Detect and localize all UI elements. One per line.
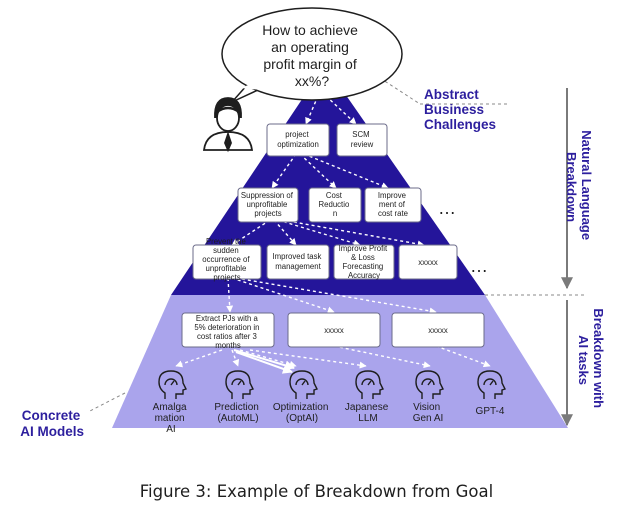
label-breakdown-ai-tasks: Breakdown with AI tasks (576, 308, 606, 411)
ai-model-head-icon (158, 370, 187, 399)
bubble-line-2: an operating (271, 39, 349, 55)
node-prevent-sudden (192, 244, 262, 280)
svg-text:How to achieve an operat: How to achieve an operating profit margi… (262, 22, 362, 89)
node-cost-reduction (308, 187, 362, 223)
text-cost-reduction: Cost Reductio n (319, 191, 352, 218)
text-xxxxx-l4b: xxxxx (428, 326, 448, 335)
bubble-line-1: How to achieve (262, 22, 358, 38)
model-label-prediction: Prediction (AutoML) (214, 402, 261, 424)
ai-model-head-icon (355, 370, 384, 399)
text-suppression: Suppression of unprofitable projects (241, 191, 295, 218)
figure-caption: Figure 3: Example of Breakdown from Goal (139, 482, 494, 501)
node-xxxxx-l4b (391, 312, 485, 348)
text-xxxxx-l3: xxxxx (418, 258, 438, 267)
node-xxxxx-l4a (287, 312, 381, 348)
solid-connectors (233, 349, 295, 374)
text-xxxxx-l4a: xxxxx (324, 326, 344, 335)
node-improvement-cost-rate (364, 187, 422, 223)
node-suppression (237, 187, 299, 223)
ai-model-head-icon (477, 370, 506, 399)
text-improve-profit: Improve Profit & Loss Forecasting Accura… (339, 244, 390, 280)
text-improved-task: Improved task management (272, 252, 323, 271)
text-extract-pjs: Extract PJs with a 5% deterioration in c… (194, 314, 261, 350)
bubble-line-3: profit margin of (263, 56, 356, 72)
model-label-vision-gen-ai: Vision Gen AI (413, 402, 444, 424)
label-natural-language-breakdown: Natural Language Breakdown (564, 130, 594, 243)
model-label-japanese-llm: Japanese LLM (345, 402, 391, 424)
ai-model-head-icon (289, 370, 318, 399)
node-extract-pjs (181, 312, 275, 348)
label-abstract-business-challenges: Abstract Business Challenges (424, 87, 496, 132)
text-project-optimization: project optimization (277, 130, 319, 149)
speech-bubble: How to achieve an operating profit margi… (221, 7, 403, 103)
model-label-gpt4: GPT-4 (476, 406, 505, 417)
label-concrete-ai-models: Concrete AI Models (20, 408, 84, 439)
node-project-optimization (266, 123, 330, 157)
person-icon (202, 97, 254, 153)
node-improve-profit (333, 244, 395, 280)
connector-lines (175, 95, 491, 369)
breakdown-diagram: How to achieve an operating profit margi… (20, 7, 606, 439)
ellipsis-row3: … (470, 256, 488, 276)
text-scm-review: SCM review (351, 130, 374, 149)
ai-model-head-icon (225, 370, 254, 399)
text-prevent-sudden: Prevent the sudden occurrence of unprofi… (202, 237, 251, 282)
ellipsis-row2: … (438, 198, 456, 218)
bubble-line-4: xx%? (295, 73, 329, 89)
guide-line-bottom (87, 392, 126, 413)
node-scm-review (336, 123, 388, 157)
model-label-optimization: Optimization (OptAI) (273, 402, 331, 424)
node-xxxxx-l3 (398, 244, 458, 280)
model-label-amalgamation: Amalga mation AI (153, 402, 190, 435)
guide-line-top (379, 77, 421, 105)
text-improvement-cost-rate: Improve ment of cost rate (378, 191, 408, 218)
ai-model-head-icon (415, 370, 444, 399)
node-improved-task (266, 244, 330, 280)
